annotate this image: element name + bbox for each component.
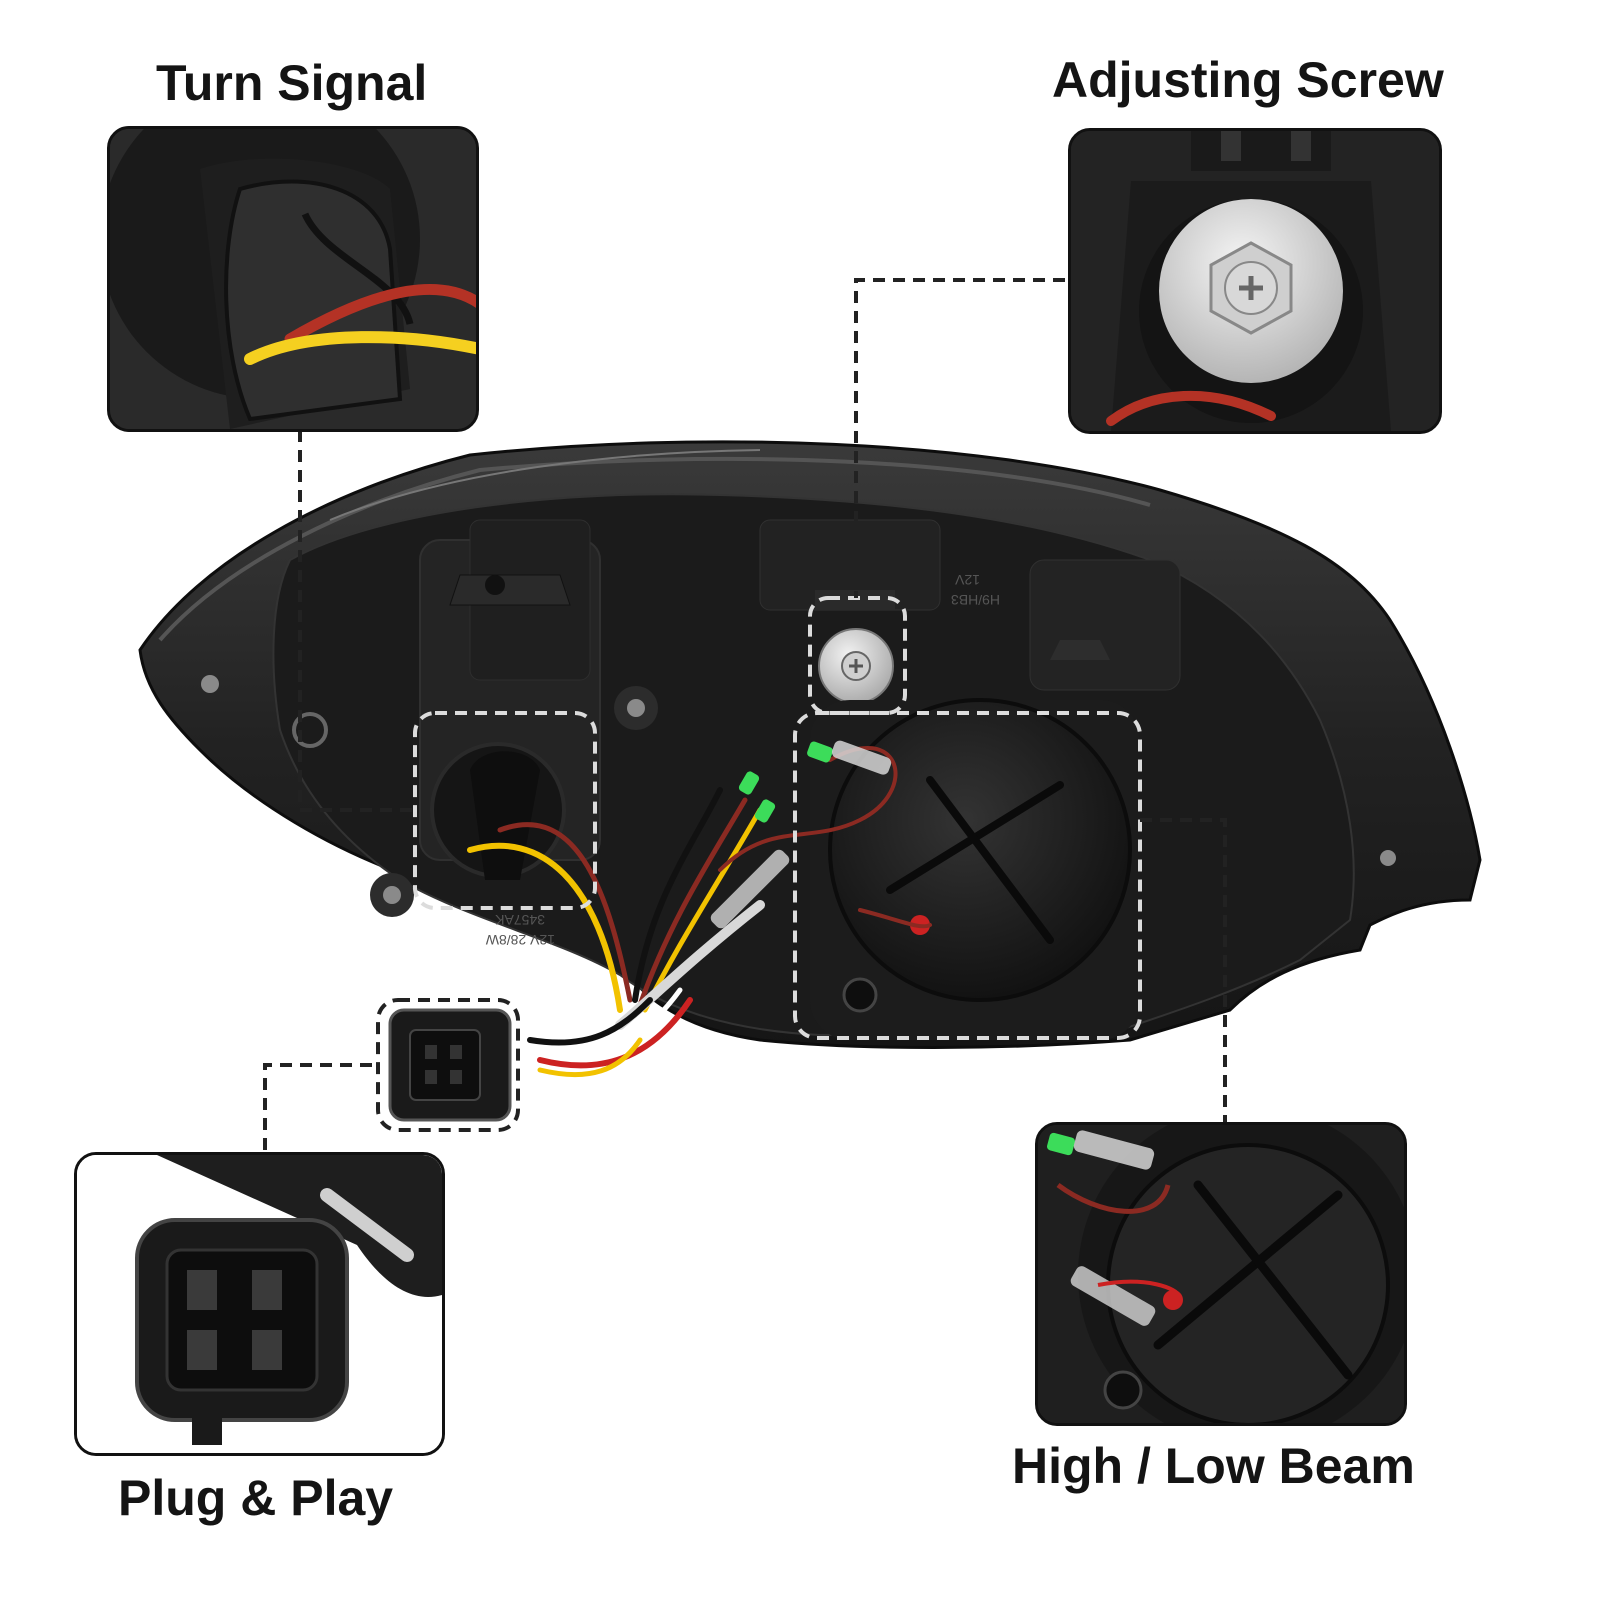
turn-signal-label: Turn Signal bbox=[156, 55, 428, 111]
adjusting-screw-label: Adjusting Screw bbox=[1052, 52, 1444, 108]
bulb-spec-right: 12V bbox=[954, 572, 980, 588]
plug-play-label: Plug & Play bbox=[118, 1470, 394, 1526]
bulb-code-left: 3457AK bbox=[495, 912, 545, 928]
bulb-code-right: H9/HB3 bbox=[951, 592, 1000, 608]
housing-screws bbox=[201, 675, 1396, 917]
adjusting-screw bbox=[815, 590, 895, 704]
plug-connector bbox=[388, 1008, 512, 1122]
adjusting-screw-inset bbox=[1068, 128, 1442, 434]
high-low-beam-label: High / Low Beam bbox=[1012, 1438, 1415, 1494]
bulb-spec-left: 12V 28/8W bbox=[485, 932, 555, 948]
high-low-beam-inset bbox=[1035, 1122, 1407, 1426]
plug-play-inset bbox=[74, 1152, 445, 1456]
turn-signal-inset bbox=[107, 126, 479, 432]
